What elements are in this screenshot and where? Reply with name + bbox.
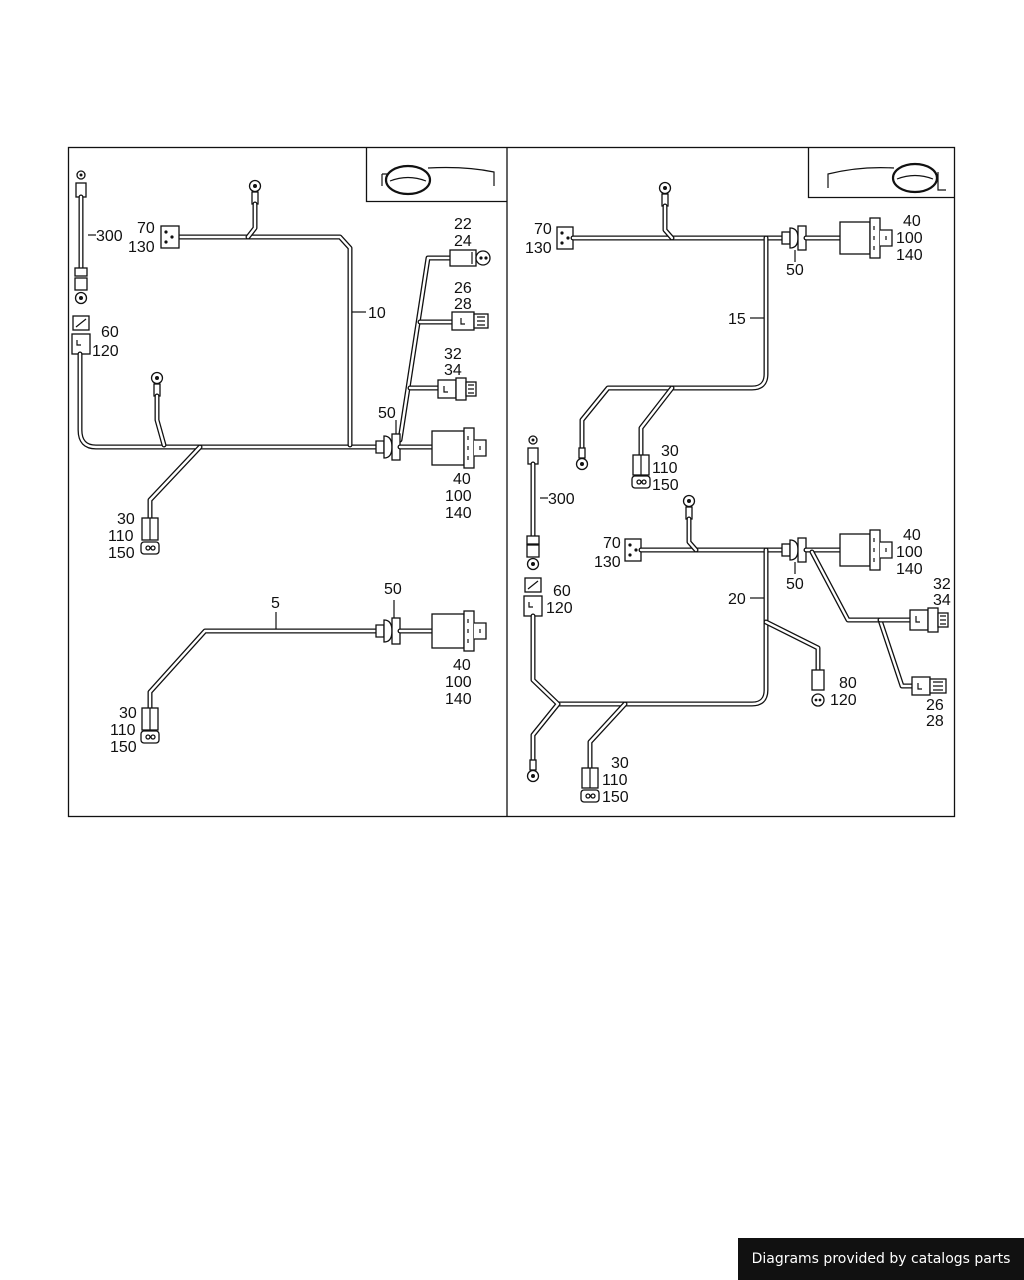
ground-lead-300	[74, 170, 96, 305]
sensor-connector	[140, 707, 160, 744]
connector-60-120	[71, 315, 91, 355]
label-80: 80	[839, 675, 857, 692]
eyelet-terminal	[150, 371, 167, 448]
label-140: 140	[445, 505, 472, 522]
eyelet-terminal	[682, 494, 699, 553]
label-34: 34	[933, 592, 951, 609]
label-28: 28	[926, 713, 944, 730]
label-140: 140	[896, 247, 923, 264]
grommet-50	[375, 600, 401, 645]
label-150: 150	[652, 477, 679, 494]
label-60: 60	[101, 324, 119, 341]
label-100: 100	[445, 674, 472, 691]
grommet-50	[781, 537, 807, 574]
grommet-50	[375, 420, 401, 461]
label-50: 50	[378, 405, 396, 422]
label-28: 28	[454, 296, 472, 313]
label-70: 70	[137, 220, 155, 237]
label-40: 40	[453, 471, 471, 488]
eyelet-terminal	[658, 181, 675, 241]
label-150: 150	[602, 789, 629, 806]
main-connector	[839, 529, 893, 571]
label-100: 100	[445, 488, 472, 505]
label-24: 24	[454, 233, 472, 250]
label-120: 120	[92, 343, 119, 360]
label-26: 26	[454, 280, 472, 297]
label-110: 110	[110, 722, 136, 739]
label-110: 110	[652, 460, 678, 477]
label-100: 100	[896, 230, 923, 247]
label-50: 50	[786, 262, 804, 279]
label-40: 40	[903, 213, 921, 230]
sensor-connector	[140, 517, 160, 555]
label-130: 130	[594, 554, 621, 571]
label-100: 100	[896, 544, 923, 561]
label-26: 26	[926, 697, 944, 714]
vehicle-side-right-icon	[807, 147, 954, 199]
label-60: 60	[553, 583, 571, 600]
label-22: 22	[454, 216, 472, 233]
harness-5: 5 50 40 100 140 30 110 150	[110, 581, 487, 756]
callout-300: 300	[548, 491, 575, 508]
connector-22-24	[449, 249, 491, 267]
callout-15: 15	[728, 311, 746, 328]
label-70: 70	[603, 535, 621, 552]
eyelet-terminal	[526, 759, 540, 783]
label-110: 110	[602, 772, 628, 789]
label-34: 34	[444, 362, 462, 379]
connector-32-34	[437, 377, 477, 401]
label-120: 120	[830, 692, 857, 709]
connector-32-34	[909, 607, 949, 633]
callout-300: 300	[96, 228, 123, 245]
connector-26-28	[451, 311, 489, 331]
label-32: 32	[444, 346, 462, 363]
label-130: 130	[525, 240, 552, 257]
label-130: 130	[128, 239, 155, 256]
eyelet-terminal	[245, 179, 262, 240]
label-120: 120	[546, 600, 573, 617]
grommet-50	[781, 225, 807, 262]
label-150: 150	[110, 739, 137, 756]
connector-26-28	[911, 676, 947, 696]
connector-80-120	[811, 669, 825, 707]
eyelet-terminal	[575, 447, 589, 471]
label-40: 40	[453, 657, 471, 674]
label-30: 30	[117, 511, 135, 528]
harness-10: 300 60 120 70 130	[71, 170, 491, 562]
harness-20: 300 60 120 70 130	[523, 435, 951, 806]
label-30: 30	[661, 443, 679, 460]
label-30: 30	[119, 705, 137, 722]
label-50: 50	[384, 581, 402, 598]
label-70: 70	[534, 221, 552, 238]
connector-70-130	[160, 225, 180, 249]
vehicle-side-left-icon	[365, 147, 507, 203]
harness-15: 70 130 50 40 100 140 15	[525, 181, 923, 494]
callout-5: 5	[271, 595, 280, 612]
label-110: 110	[108, 528, 134, 545]
label-50: 50	[786, 576, 804, 593]
main-connector	[431, 427, 487, 469]
main-connector	[839, 217, 893, 259]
callout-10: 10	[368, 305, 386, 322]
label-30: 30	[611, 755, 629, 772]
sensor-connector	[580, 767, 600, 803]
label-150: 150	[108, 545, 135, 562]
connector-60-120	[523, 577, 543, 617]
ground-lead-300	[526, 435, 548, 571]
label-140: 140	[445, 691, 472, 708]
sensor-connector	[631, 454, 651, 489]
main-connector	[431, 610, 487, 652]
footer-credit: Diagrams provided by catalogs parts	[738, 1238, 1024, 1280]
callout-20: 20	[728, 591, 746, 608]
label-40: 40	[903, 527, 921, 544]
label-140: 140	[896, 561, 923, 578]
label-32: 32	[933, 576, 951, 593]
diagram-frame	[67, 146, 956, 818]
